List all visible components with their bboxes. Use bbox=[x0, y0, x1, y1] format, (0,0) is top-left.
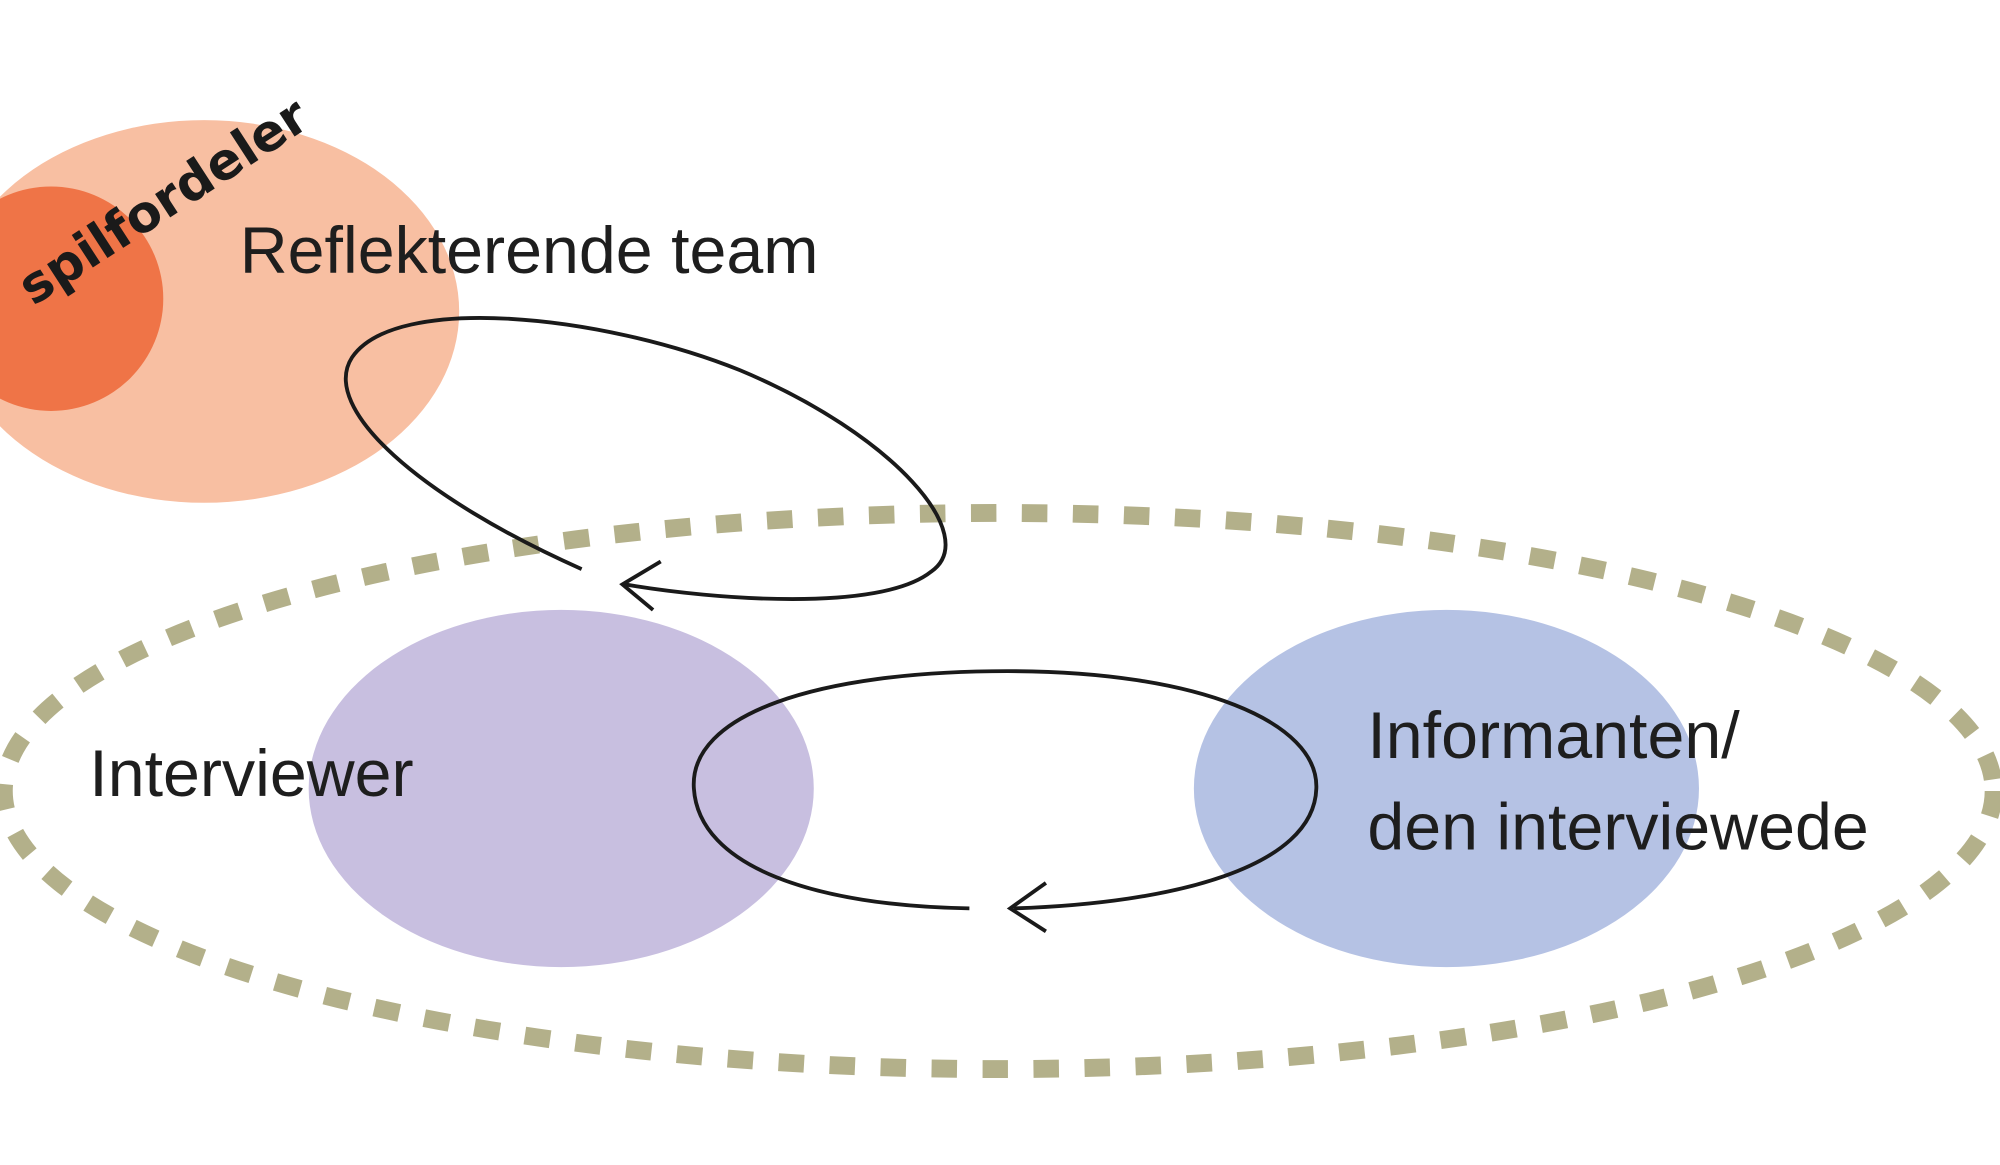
reflecting-loop-arrow bbox=[344, 316, 948, 601]
interviewer-circle bbox=[308, 609, 814, 968]
role-tag-circle bbox=[0, 186, 164, 411]
dialogue-loop-arrow bbox=[691, 669, 1319, 911]
interviewer-label: Interviewer bbox=[89, 737, 413, 811]
informant-label-line2: den interviewede bbox=[1367, 791, 1868, 865]
reflecting-arrowhead-icon bbox=[619, 559, 662, 612]
dialogue-arrowhead-icon bbox=[1006, 881, 1048, 933]
informant-label-line1: Informanten/ bbox=[1367, 699, 1740, 773]
informant-circle bbox=[1193, 609, 1699, 968]
group-dashed-ellipse bbox=[0, 504, 2000, 1078]
reflecting-team-label: Reflekterende team bbox=[240, 214, 819, 288]
